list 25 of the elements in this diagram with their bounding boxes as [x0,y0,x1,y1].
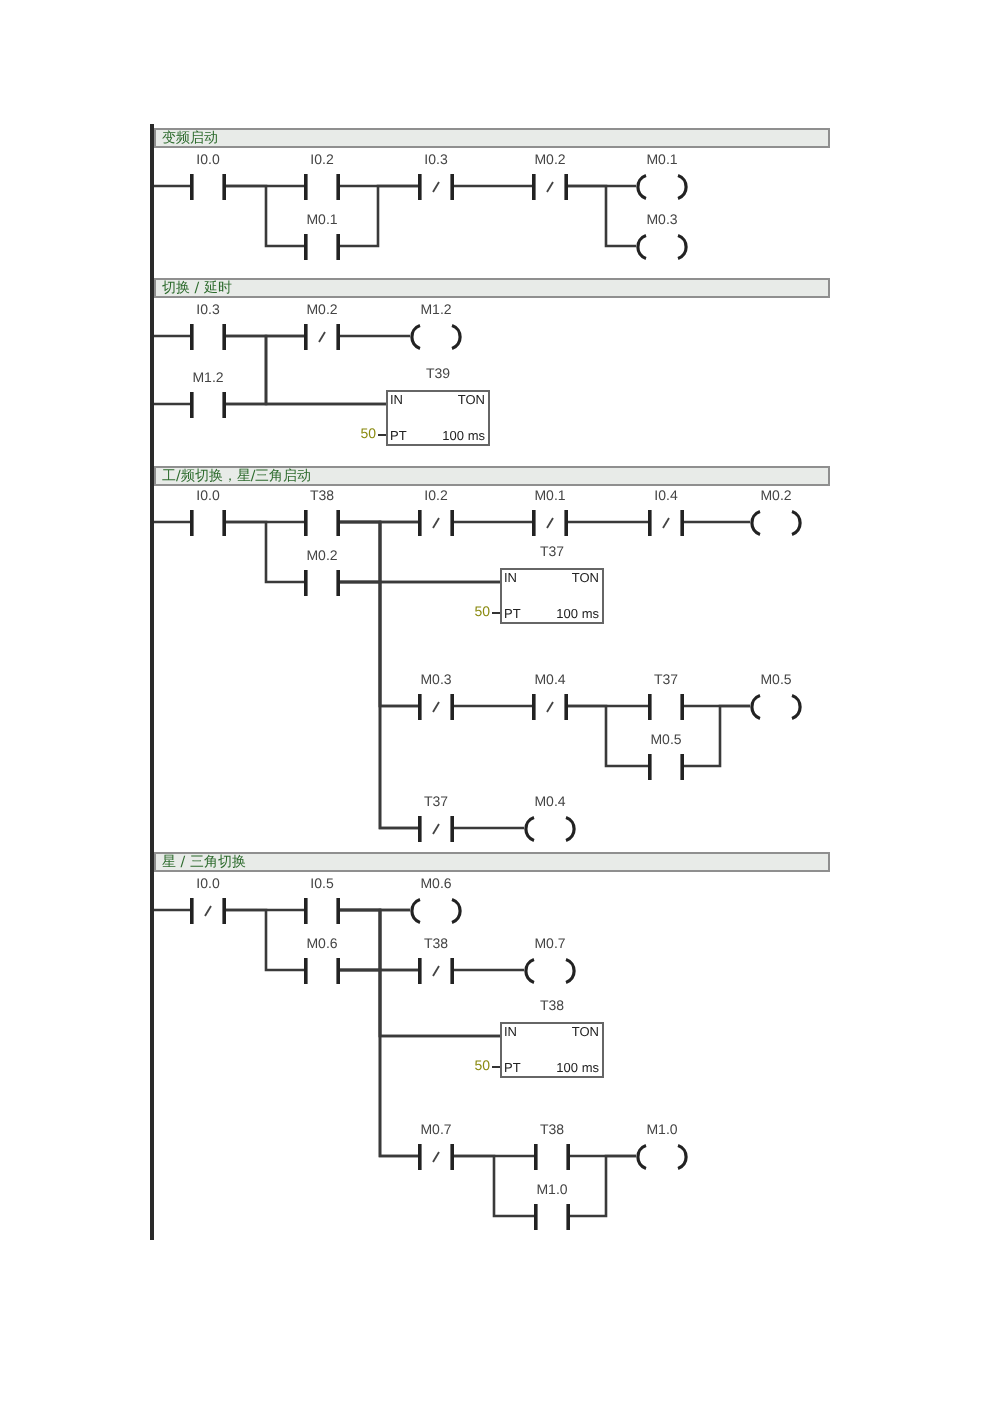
wire [154,184,190,188]
wire [570,1154,636,1218]
wire [340,580,418,830]
wire [454,1154,534,1218]
wire [454,826,524,830]
wire [340,334,410,338]
wire [684,520,750,524]
wire [454,968,524,972]
wire [568,520,648,524]
wire [226,520,304,584]
wire [154,334,190,338]
wire [568,704,648,768]
wire [226,402,386,406]
wire [340,184,418,248]
wire [340,968,418,1158]
wire [154,402,190,406]
wire [454,704,532,708]
wire [454,520,532,524]
wire [226,184,304,248]
wire [684,704,750,768]
wire [568,184,636,248]
wire [154,908,190,912]
wire [454,184,532,188]
wire [154,520,190,524]
wire [226,908,304,972]
